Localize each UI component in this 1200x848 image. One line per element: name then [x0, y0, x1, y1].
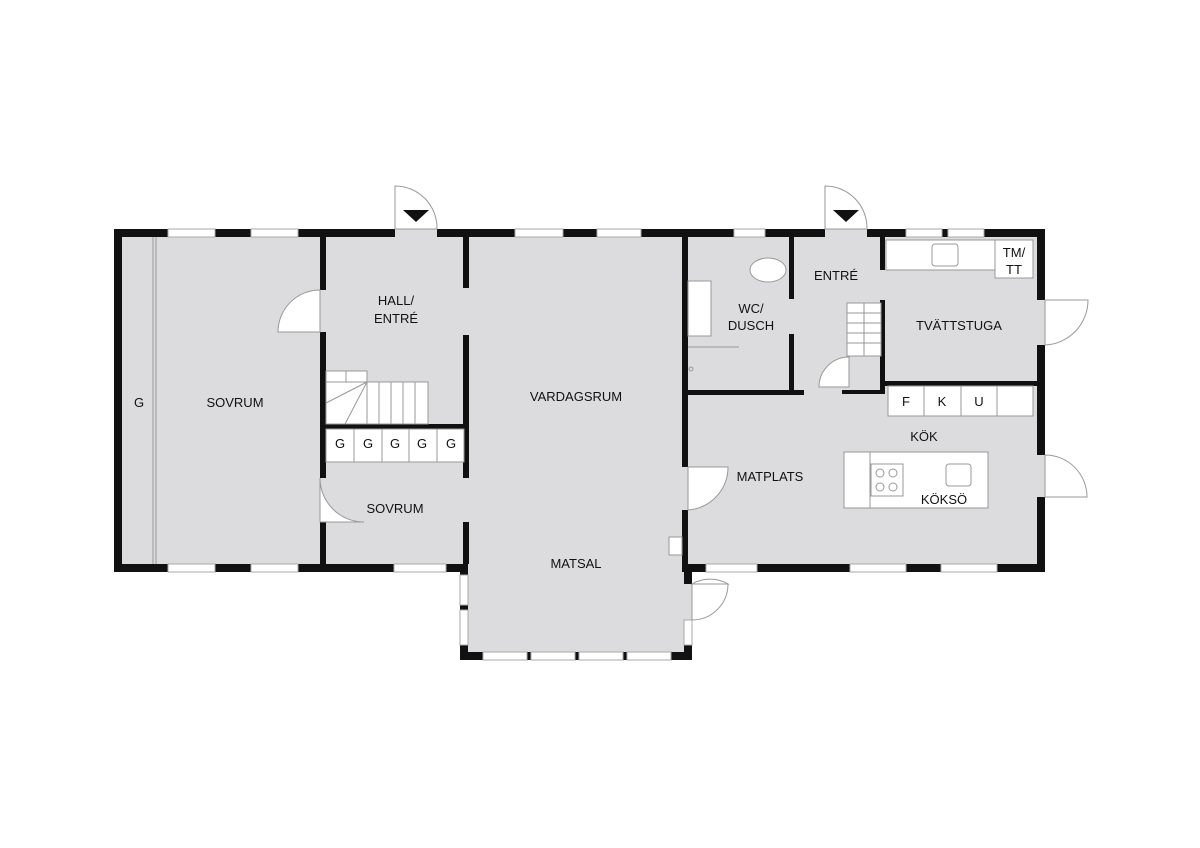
kitchen-unit-label: F [902, 394, 910, 409]
label-hall: HALL/ [378, 293, 415, 308]
label-sovrum: SOVRUM [206, 395, 263, 410]
staircase-hall [325, 370, 429, 425]
toilet-icon [749, 257, 787, 283]
kitchen-units: F K U [887, 385, 1034, 417]
label-wardrobe: G [134, 395, 144, 410]
closet [353, 428, 383, 463]
kitchen-sink-icon [945, 463, 972, 487]
wardrobe-sliding-doors [152, 237, 157, 564]
closet [436, 428, 465, 463]
laundry-sink-icon [931, 243, 959, 267]
label-wc: DUSCH [728, 318, 774, 333]
label-wc: WC/ [738, 301, 764, 316]
label-matplats: MATPLATS [737, 469, 804, 484]
fireplace [668, 536, 683, 556]
label-vardagsrum: VARDAGSRUM [530, 389, 622, 404]
label-matsal: MATSAL [550, 556, 601, 571]
closet-label: G [335, 436, 345, 451]
bay-floor [460, 565, 692, 660]
label-hall: ENTRÉ [374, 311, 418, 326]
washer-dryer [994, 239, 1034, 279]
cooktop-icon [870, 463, 904, 497]
bathroom-fixtures [668, 257, 787, 556]
label-tm-tt: TM/ [1003, 245, 1026, 260]
front-door-entre [824, 185, 868, 230]
laundry-fixtures [885, 239, 1034, 279]
label-tm-tt: TT [1006, 262, 1022, 277]
front-door-hall [394, 185, 438, 230]
staircase-entre [846, 302, 882, 357]
entrance-arrow-icon [403, 210, 429, 222]
closet-label: G [390, 436, 400, 451]
closet-label: G [446, 436, 456, 451]
closet [408, 428, 438, 463]
closet [325, 428, 355, 463]
closet-row: G G G G G [325, 428, 465, 463]
doors [277, 185, 1089, 621]
kitchen-unit-label: K [938, 394, 947, 409]
kitchen-island [843, 451, 989, 509]
label-tvattstuga: TVÄTTSTUGA [916, 318, 1002, 333]
label-entre: ENTRÉ [814, 268, 858, 283]
label-sovrum-small: SOVRUM [366, 501, 423, 516]
label-koksö: KÖKSÖ [921, 492, 967, 507]
label-kok: KÖK [910, 429, 938, 444]
closet-label: G [417, 436, 427, 451]
floor-drain-icon [688, 366, 694, 372]
room-labels: G SOVRUM HALL/ ENTRÉ VARDAGSRUM SOVRUM M… [134, 245, 1026, 571]
entrance-arrow-icon [833, 210, 859, 222]
kitchen-unit-label: U [974, 394, 983, 409]
windows [167, 228, 998, 661]
sink-icon [687, 280, 712, 337]
interior-walls [320, 237, 1037, 572]
closet-label: G [363, 436, 373, 451]
